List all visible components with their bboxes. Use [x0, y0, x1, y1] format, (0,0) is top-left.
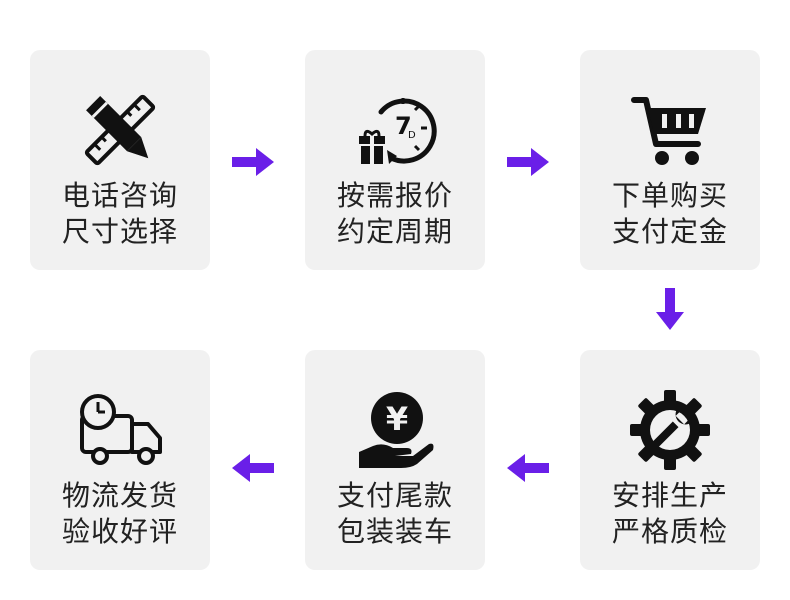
step-subtitle: 支付定金 [611, 215, 728, 248]
step-card-4: 安排生产 严格质检 [580, 350, 760, 570]
step-card-2: 7 D 按需报价 约定周期 [305, 50, 485, 270]
svg-text:¥: ¥ [386, 400, 408, 438]
step-title: 安排生产 [611, 479, 728, 512]
step-subtitle: 约定周期 [336, 215, 453, 248]
step-title: 下单购买 [611, 179, 728, 212]
step-card-3: 下单购买 支付定金 [580, 50, 760, 270]
step-card-1: 电话咨询 尺寸选择 [30, 50, 210, 270]
step-title: 按需报价 [336, 179, 453, 212]
step-subtitle: 包装装车 [336, 515, 453, 548]
gift-7day-clock-icon: 7 D [351, 86, 439, 174]
arrow-down-icon [656, 288, 684, 330]
arrow-right-icon [507, 148, 549, 176]
step-subtitle: 严格质检 [611, 515, 728, 548]
pencil-ruler-icon [76, 86, 164, 174]
step-card-5: ¥ 支付尾款 包装装车 [305, 350, 485, 570]
clock-number: 7 [395, 112, 412, 140]
step-card-6: 物流发货 验收好评 [30, 350, 210, 570]
arrow-left-icon [507, 454, 549, 482]
step-subtitle: 验收好评 [61, 515, 178, 548]
arrow-left-icon [232, 454, 274, 482]
step-title: 支付尾款 [336, 479, 453, 512]
gear-wrench-icon [626, 386, 714, 474]
yuan-coin-hand-icon: ¥ [351, 386, 439, 474]
arrow-right-icon [232, 148, 274, 176]
svg-text:D: D [408, 130, 416, 141]
shopping-cart-icon [626, 86, 714, 174]
delivery-truck-clock-icon [76, 386, 164, 474]
step-title: 物流发货 [61, 479, 178, 512]
step-subtitle: 尺寸选择 [61, 215, 178, 248]
step-title: 电话咨询 [61, 179, 178, 212]
